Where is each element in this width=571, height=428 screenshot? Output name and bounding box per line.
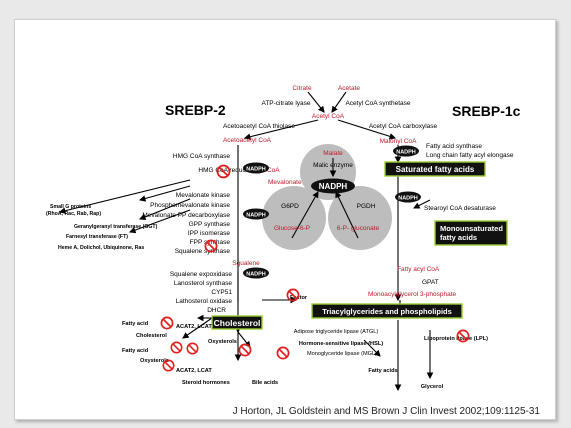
no-entry-icon xyxy=(186,342,199,355)
bile-acids-label: Bile acids xyxy=(252,380,278,386)
atgl-label: Adipose triglyceride lipase (ATGL) xyxy=(294,329,379,335)
pathway-arrows xyxy=(58,91,434,392)
acetate-label: Acetate xyxy=(338,85,360,92)
long-chain-elongase-label: Long chain fatty acyl elongase xyxy=(426,152,514,159)
nadph-pill-1-label: NADPH xyxy=(246,167,266,173)
lathosterol-oxidase-label: Lathosterol oxidase xyxy=(176,298,233,305)
fatty-acids-label: Fatty acids xyxy=(368,368,397,374)
fatty-acyl-coa-label: Fatty acyl CoA xyxy=(397,266,440,273)
nr-factor-label: Factor xyxy=(290,295,308,301)
gpat-label: GPAT xyxy=(422,279,439,286)
fpp-synthase-label: FPP synthase xyxy=(190,239,231,246)
g6pd-label: G6PD xyxy=(281,203,299,210)
steroid-hormones-label: Steroid hormones xyxy=(182,380,230,386)
nadph-circles xyxy=(262,144,392,250)
small-g-list-label: (RhoA, Rac, Rab, Rap) xyxy=(46,211,101,217)
monounsaturated-line-2: fatty acids xyxy=(440,233,477,242)
citation: J Horton, JL Goldstein and MS Brown J Cl… xyxy=(232,406,540,417)
monounsaturated-box xyxy=(434,220,508,246)
ft-label: Farnesyl transferase (FT) xyxy=(66,234,128,240)
saturated-fatty-acids-label: Saturated fatty acids xyxy=(396,165,475,174)
squalene-synthase-label: Squalene synthase xyxy=(175,248,231,255)
cholesterol-box-label: Cholesterol xyxy=(214,318,261,328)
srebp2-header: SREBP-2 xyxy=(165,102,226,118)
hsl-label: Hormone-sensitive lipase (HSL) xyxy=(299,341,383,347)
acetyl-coa-carboxylase-label: Acetyl CoA carboxylase xyxy=(369,123,438,130)
srebp1c-header: SREBP-1c xyxy=(452,103,521,119)
hmg-coa-synthase-label: HMG CoA synthase xyxy=(173,153,230,160)
small-g-proteins-label: Small G proteins xyxy=(50,204,91,210)
phosphomevalonate-kinase-label: Phosphomevalonate kinase xyxy=(150,202,230,209)
saturated-fatty-acids-box xyxy=(384,161,486,177)
gluconate-label: 6-P- gluconate xyxy=(337,225,380,232)
acetoacetyl-coa-thiolase-label: Acetoacetyl CoA thiolase xyxy=(223,123,295,130)
hmg-coa-reductase-label: HMG CoA reductase xyxy=(198,167,258,174)
ggt-label: Geranylgeranyl transferase (GGT) xyxy=(74,224,158,230)
mevalonate-kinase-label: Mevalonate kinase xyxy=(176,192,231,199)
monoacylglycerol-label: Monoacylglycerol 3-phosphate xyxy=(368,291,457,298)
oxysterols-left-label: Oxysterols xyxy=(140,358,169,364)
nadph-pills: NADPH NADPH NADPH NADPH NADPH xyxy=(243,145,421,279)
lpl-label: Lipoprotein lipase (LPL) xyxy=(424,336,488,342)
cholesterol-box xyxy=(211,315,263,330)
oxysterols-bottom-label: Oxysterols xyxy=(208,339,237,345)
acetyl-coa-label: Acetyl CoA xyxy=(312,113,345,120)
nadph-pill-5-label: NADPH xyxy=(398,196,418,202)
nadph-pill-4-label: NADPH xyxy=(396,150,416,156)
nadph-pill-2-label: NADPH xyxy=(246,213,266,219)
atp-citrate-lyase-label: ATP-citrate lyase xyxy=(261,100,310,107)
monounsaturated-line-1: Monounsaturated xyxy=(440,224,503,233)
glucose6p-label: Glucose-6-P xyxy=(274,225,310,232)
fatty-acid-label-2: Fatty acid xyxy=(122,348,149,354)
ipp-isomerase-label: IPP isomerase xyxy=(188,230,231,237)
no-entry-icon xyxy=(238,343,252,357)
mevalonate-pp-decarboxylase-label: Mevalonate PP decarboxylase xyxy=(142,212,230,219)
fatty-acid-synthase-label: Fatty acid synthase xyxy=(426,143,482,150)
tag-box-label: Triacylglycerides and phospholipids xyxy=(322,307,452,316)
malic-enzyme-label: Malic enzyme xyxy=(313,162,353,169)
nadph-pill-3-label: NADPH xyxy=(246,272,266,278)
fatty-acid-label-1: Fatty acid xyxy=(122,321,149,327)
squalene-label: Squalene xyxy=(232,260,260,267)
dhcr-label: DHCR xyxy=(207,307,226,314)
cholesterol-left-label: Cholesterol xyxy=(136,333,167,339)
cyp51-label: CYP51 xyxy=(211,289,232,296)
no-entry-icon xyxy=(160,316,174,330)
no-entry-icon xyxy=(170,341,183,354)
pgdh-label: PGDH xyxy=(357,203,376,210)
malate-label: Malate xyxy=(323,150,343,157)
squalene-expoxidase-label: Squalene expoxidase xyxy=(170,271,233,278)
heme-label: Heme A, Dolichol, Ubiquinone, Ras xyxy=(58,245,144,251)
nadph-center-pill xyxy=(311,178,355,194)
acat2-lcat-label-1: ACAT2, LCAT xyxy=(176,324,212,330)
acetoacetyl-coa-label: Acetoacetyl CoA xyxy=(223,137,272,144)
stearoyl-coa-desaturase-label: Stearoyl CoA desaturase xyxy=(424,205,496,212)
nadph-center-label: NADPH xyxy=(319,182,348,191)
mevalonate-label: Mevalonate xyxy=(268,179,302,186)
malonyl-coa-label: Malonyl CoA xyxy=(380,138,418,145)
mgl-label: Monoglyceride lipase (MGL) xyxy=(307,351,377,357)
lanosterol-synthase-label: Lanosterol synthase xyxy=(174,280,233,287)
tag-box xyxy=(311,303,463,319)
gpp-synthase-label: GPP synthase xyxy=(189,221,231,228)
glycerol-label: Glycerol xyxy=(421,384,444,390)
no-entry-icon xyxy=(276,346,290,360)
acetyl-coa-synthetase-label: Acetyl CoA synthetase xyxy=(345,100,410,107)
citrate-label: Citrate xyxy=(292,85,312,92)
acat2-lcat-label-2: ACAT2, LCAT xyxy=(176,368,212,374)
